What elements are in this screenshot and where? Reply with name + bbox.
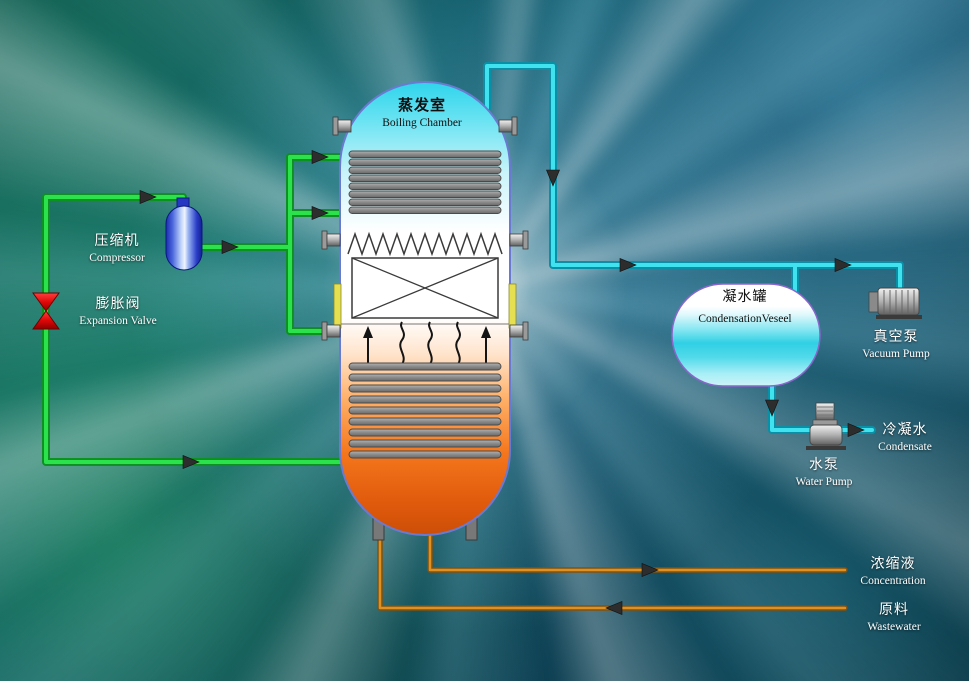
label-boiling-chamber: 蒸发室 Boiling Chamber — [382, 98, 462, 130]
label-condensation-vessel: 凝水罐 CondensationVeseel — [698, 290, 791, 326]
label-condensate-en: Condensate — [878, 441, 932, 454]
expansion-valve-icon — [32, 292, 60, 330]
label-condensation-vessel-zh: 凝水罐 — [722, 290, 768, 305]
label-expansion-valve: 膨胀阀 Expansion Valve — [79, 297, 156, 328]
label-concentration-zh: 浓缩液 — [870, 557, 916, 572]
label-vacuum-pump: 真空泵 Vacuum Pump — [862, 330, 929, 361]
label-compressor: 压缩机 Compressor — [89, 234, 145, 265]
bottom-tube-bank — [348, 362, 502, 459]
label-vacuum-pump-zh: 真空泵 — [873, 330, 919, 345]
label-boiling-chamber-zh: 蒸发室 — [397, 98, 447, 114]
label-water-pump: 水泵 Water Pump — [796, 458, 853, 489]
label-condensate-zh: 冷凝水 — [882, 423, 928, 438]
label-expansion-valve-zh: 膨胀阀 — [95, 297, 141, 312]
label-wastewater-zh: 原料 — [878, 603, 909, 618]
label-condensation-vessel-en: CondensationVeseel — [698, 313, 792, 326]
label-compressor-zh: 压缩机 — [94, 234, 140, 249]
condensation-vessel-tank — [671, 283, 821, 387]
label-concentration-en: Concentration — [860, 575, 926, 588]
label-vacuum-pump-en: Vacuum Pump — [862, 348, 930, 361]
vapor-arrows — [363, 321, 491, 365]
vacuum-pump-icon — [868, 287, 922, 319]
label-water-pump-en: Water Pump — [795, 476, 853, 489]
label-boiling-chamber-en: Boiling Chamber — [382, 117, 462, 130]
label-condensate: 冷凝水 Condensate — [878, 423, 932, 454]
top-tube-bank — [348, 150, 502, 214]
label-concentration: 浓缩液 Concentration — [860, 557, 925, 588]
label-water-pump-zh: 水泵 — [808, 458, 839, 473]
label-wastewater-en: Wastewater — [867, 621, 921, 634]
demister-zigzag — [347, 231, 503, 257]
label-wastewater: 原料 Wastewater — [867, 603, 920, 634]
label-expansion-valve-en: Expansion Valve — [79, 315, 157, 328]
heat-exchanger-xbox — [351, 257, 499, 319]
orange-pipe-lines — [377, 521, 848, 611]
compressor-icon — [165, 197, 203, 271]
vessel-nozzle-flanges — [321, 116, 529, 341]
label-compressor-en: Compressor — [89, 252, 145, 265]
water-pump-icon — [806, 402, 846, 450]
flow-arrows — [139, 150, 865, 615]
